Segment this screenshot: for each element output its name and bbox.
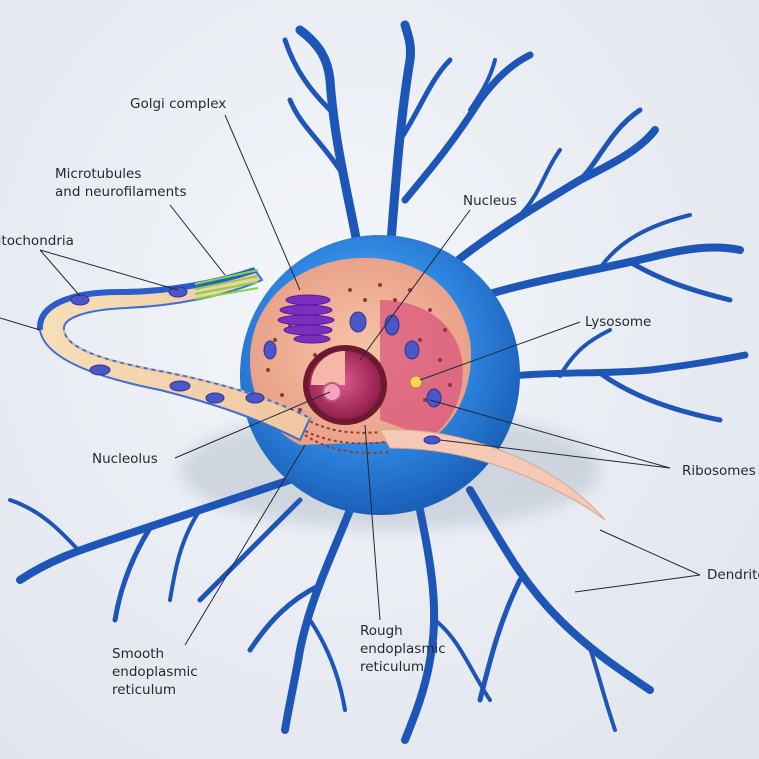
- soma-mitochondria: [263, 311, 442, 408]
- dendrites: [8, 20, 749, 744]
- leader-lines: [0, 114, 701, 646]
- axon-hillock: [379, 429, 606, 521]
- golgi-complex: [277, 294, 335, 344]
- label-ribosomes: Ribosomes: [682, 463, 756, 479]
- label-smooth-er: Smooth endoplasmic reticulum: [112, 646, 198, 698]
- label-microtubules: Microtubules and neurofilaments: [55, 166, 187, 200]
- label-dendrites: Dendrites: [707, 567, 759, 583]
- label-nucleus: Nucleus: [463, 193, 517, 209]
- axon-mitochondria: [70, 286, 441, 445]
- label-mitochondria: Mitochondria: [0, 233, 74, 249]
- lysosome: [409, 375, 423, 389]
- label-golgi-complex: Golgi complex: [130, 96, 227, 112]
- label-rough-er: Rough endoplasmic reticulum: [360, 623, 446, 675]
- nucleus: [303, 345, 387, 425]
- label-nucleolus: Nucleolus: [92, 451, 158, 467]
- microtubules: [194, 269, 259, 300]
- nucleolus: [322, 382, 342, 402]
- label-lysosome: Lysosome: [585, 314, 652, 330]
